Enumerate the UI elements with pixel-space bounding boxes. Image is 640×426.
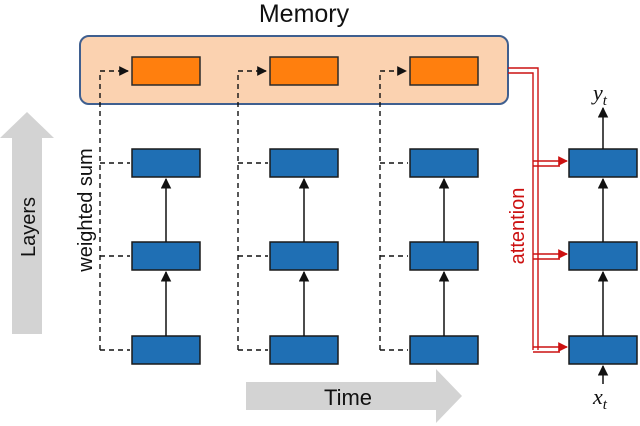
memory-cell [131,56,201,86]
layer-cell [269,241,339,271]
layers-label: Layers [18,197,40,257]
memory-cell [409,56,479,86]
time-big-arrow [246,369,462,423]
attention-connectors [508,67,568,353]
decoder-column [568,106,638,384]
memory-label: Memory [259,0,350,28]
layer-cell [131,335,201,365]
layer-cell [131,241,201,271]
weighted-sum-connectors [99,66,408,351]
encoder-column-3 [409,148,479,365]
layer-cell [269,148,339,178]
layer-cell [409,241,479,271]
encoder-column-2 [269,148,339,365]
layer-cell [131,148,201,178]
attention-label: attention [507,188,529,265]
time-label: Time [324,385,372,410]
output-label: yt [591,80,608,109]
memory-cell [269,56,339,86]
weighted-sum-label: weighted sum [75,148,97,272]
layer-cell [269,335,339,365]
decoder-cell [568,335,638,365]
layer-cell [409,148,479,178]
input-label: xt [592,384,608,413]
decoder-cell [568,241,638,271]
layer-cell [409,335,479,365]
encoder-column-1 [131,148,201,365]
decoder-cell [568,148,638,178]
layers-big-arrow [0,112,54,334]
